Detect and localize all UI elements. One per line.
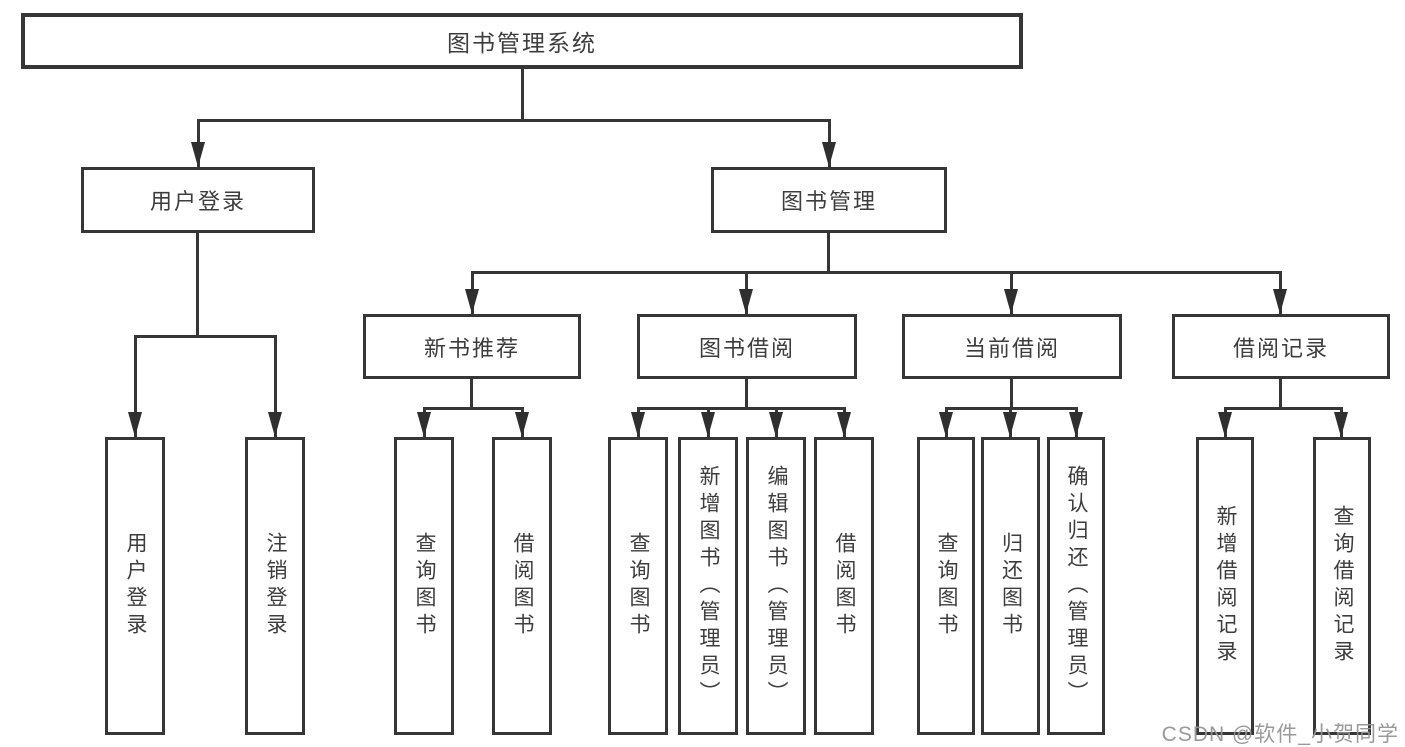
connector-records-rail xyxy=(1224,407,1342,410)
leaf-borrowing-query-books: 查询图书 xyxy=(608,437,668,735)
arrow-to-return-books xyxy=(1003,412,1017,437)
leaf-edit-books-admin-label: 编辑图书（管理员） xyxy=(765,464,788,708)
node-root-label: 图书管理系统 xyxy=(447,30,597,56)
connector-recommend-rail xyxy=(423,407,523,410)
leaf-recommend-query-books-label: 查询图书 xyxy=(413,532,436,640)
arrow-to-add-record xyxy=(1218,412,1232,437)
node-user-login-label: 用户登录 xyxy=(149,189,246,214)
connector-borrowing-rail xyxy=(637,407,845,410)
arrow-to-current-borrowing xyxy=(1004,289,1018,314)
leaf-query-borrow-record-label: 查询借阅记录 xyxy=(1331,505,1354,667)
arrow-to-current-query xyxy=(939,412,953,437)
node-new-book-recommend-label: 新书推荐 xyxy=(423,335,520,361)
leaf-return-books: 归还图书 xyxy=(981,437,1040,735)
node-current-borrowing-label: 当前借阅 xyxy=(963,335,1060,361)
leaf-query-borrow-record: 查询借阅记录 xyxy=(1313,437,1371,735)
arrow-to-leaf-user-login xyxy=(128,412,142,437)
node-book-management: 图书管理 xyxy=(711,167,947,233)
leaf-return-books-label: 归还图书 xyxy=(999,532,1023,640)
node-book-management-label: 图书管理 xyxy=(780,189,877,214)
leaf-add-borrow-record: 新增借阅记录 xyxy=(1196,437,1254,735)
leaf-recommend-borrow-books-label: 借阅图书 xyxy=(511,532,534,640)
arrow-to-book-management xyxy=(822,142,836,167)
connector-records-stem xyxy=(1279,379,1282,409)
node-user-login: 用户登录 xyxy=(81,167,315,233)
arrow-to-query-record xyxy=(1334,412,1348,437)
leaf-recommend-borrow-books: 借阅图书 xyxy=(492,437,552,735)
leaf-borrowing-query-books-label: 查询图书 xyxy=(627,532,650,640)
arrow-to-leaf-logout xyxy=(268,412,282,437)
arrow-to-borrow-records xyxy=(1273,289,1287,314)
node-borrow-records-label: 借阅记录 xyxy=(1232,335,1329,361)
leaf-add-borrow-record-label: 新增借阅记录 xyxy=(1214,505,1237,667)
arrow-to-recommend-query xyxy=(417,412,431,437)
leaf-recommend-query-books: 查询图书 xyxy=(394,437,454,735)
leaf-user-login-label: 用户登录 xyxy=(124,532,147,640)
node-new-book-recommend: 新书推荐 xyxy=(363,314,581,379)
connector-recommend-stem xyxy=(470,379,473,409)
connector-leaf-logout-drop xyxy=(274,335,277,437)
node-current-borrowing: 当前借阅 xyxy=(902,314,1122,379)
connector-root-rail xyxy=(197,119,830,122)
leaf-current-query-books-label: 查询图书 xyxy=(935,532,958,640)
arrow-to-confirm-return xyxy=(1069,412,1083,437)
connector-root-stem xyxy=(521,69,524,120)
arrow-to-edit-books xyxy=(769,412,783,437)
arrow-to-borrowing-query xyxy=(631,412,645,437)
leaf-edit-books-admin: 编辑图书（管理员） xyxy=(746,437,806,735)
connector-user-login-stem xyxy=(196,233,199,335)
node-book-borrowing-label: 图书借阅 xyxy=(698,335,795,361)
leaf-confirm-return-admin-label: 确认归还（管理员） xyxy=(1065,464,1088,708)
node-root-library-system: 图书管理系统 xyxy=(21,13,1023,69)
leaf-borrowing-borrow-books-label: 借阅图书 xyxy=(833,532,856,640)
connector-borrowing-stem xyxy=(745,379,748,409)
arrow-to-borrowing-borrow xyxy=(837,412,851,437)
leaf-add-books-admin: 新增图书（管理员） xyxy=(678,437,738,735)
leaf-current-query-books: 查询图书 xyxy=(917,437,975,735)
connector-leaf-login-drop xyxy=(134,335,137,437)
leaf-user-login: 用户登录 xyxy=(105,437,165,735)
leaf-add-books-admin-label: 新增图书（管理员） xyxy=(697,464,720,708)
connector-book-mgmt-stem xyxy=(827,233,830,274)
arrow-to-add-books xyxy=(701,412,715,437)
leaf-logout: 注销登录 xyxy=(245,437,305,735)
node-borrow-records: 借阅记录 xyxy=(1172,314,1390,379)
csdn-watermark: CSDN @软件_小贺同学 xyxy=(1161,723,1399,746)
node-book-borrowing: 图书借阅 xyxy=(637,314,857,379)
leaf-confirm-return-admin: 确认归还（管理员） xyxy=(1047,437,1105,735)
arrow-to-recommend-borrow xyxy=(515,412,529,437)
arrow-to-user-login xyxy=(191,142,205,167)
leaf-borrowing-borrow-books: 借阅图书 xyxy=(814,437,874,735)
leaf-logout-label: 注销登录 xyxy=(264,532,287,640)
connector-book-mgmt-rail xyxy=(471,271,1281,274)
arrow-to-book-borrowing xyxy=(739,289,753,314)
connector-user-login-rail xyxy=(134,335,277,338)
connector-current-stem xyxy=(1010,379,1013,409)
arrow-to-new-book-recommend xyxy=(465,289,479,314)
